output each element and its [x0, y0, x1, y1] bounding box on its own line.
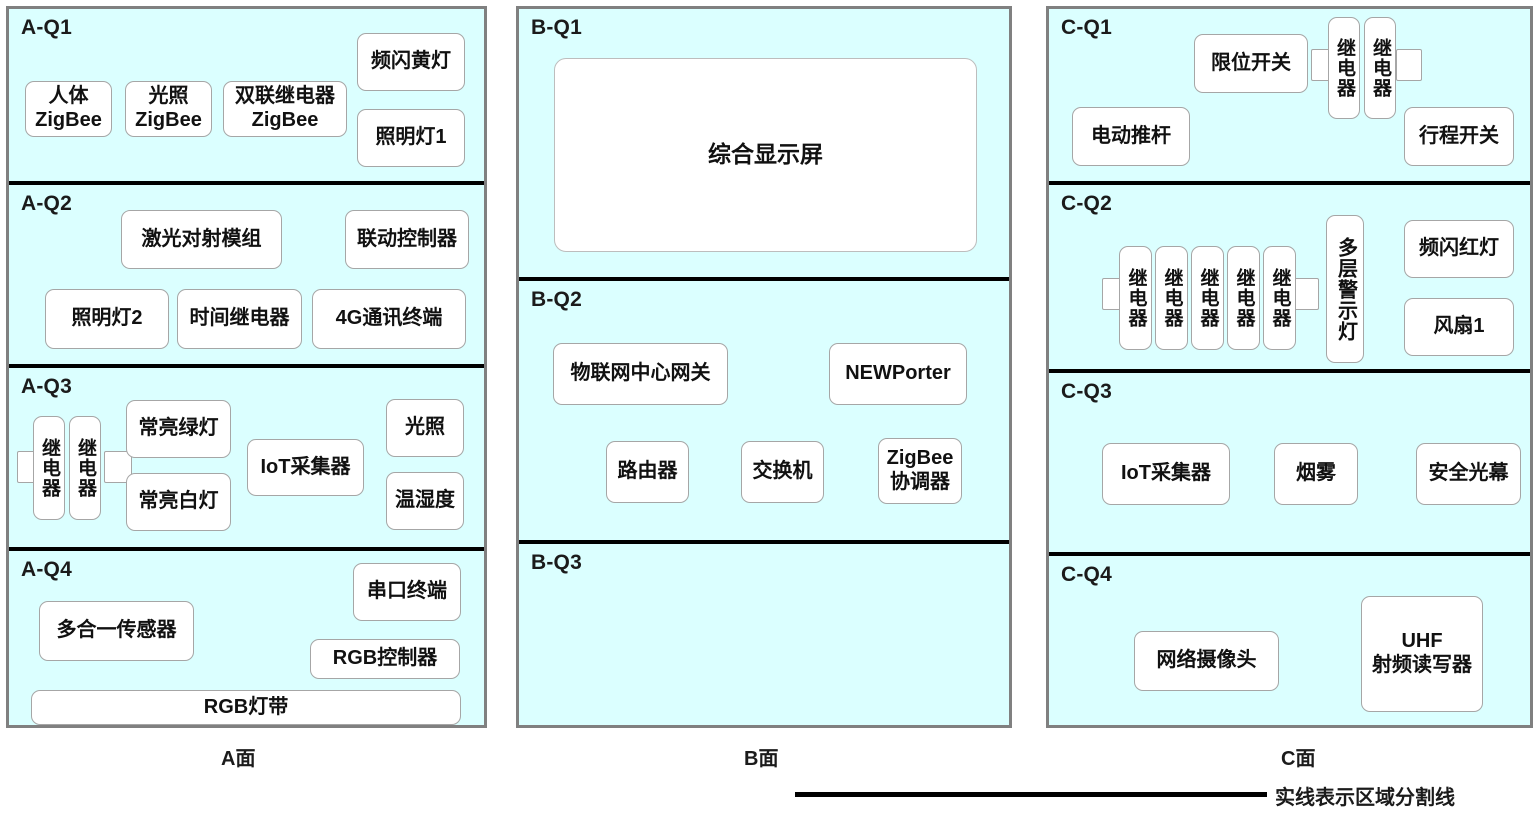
- device-integrated-display[interactable]: 综合显示屏: [554, 58, 977, 252]
- quadrant-b-q1: B-Q1 综合显示屏: [519, 9, 1009, 277]
- device-laser-opposed-module[interactable]: 激光对射模组: [121, 210, 282, 269]
- device-router[interactable]: 路由器: [606, 441, 689, 503]
- quadrant-label-a-q4: A-Q4: [21, 558, 72, 581]
- quadrant-label-c-q3: C-Q3: [1061, 380, 1112, 403]
- device-human-zigbee[interactable]: 人体 ZigBee: [25, 81, 112, 137]
- device-lighting-lamp-2[interactable]: 照明灯2: [45, 289, 169, 349]
- relay-tab-right: [1396, 49, 1422, 81]
- legend-label: 实线表示区域分割线: [1275, 787, 1455, 809]
- device-dual-relay-zigbee[interactable]: 双联继电器 ZigBee: [223, 81, 347, 137]
- relay-tab-right: [1293, 278, 1319, 310]
- quadrant-label-c-q2: C-Q2: [1061, 192, 1112, 215]
- panel-b: B-Q1 综合显示屏 B-Q2 物联网中心网关 NEWPorter 路由器 交换…: [516, 6, 1012, 728]
- device-illuminance[interactable]: 光照: [386, 399, 464, 457]
- device-relay-3[interactable]: 继电器: [1191, 246, 1224, 350]
- device-fan-1[interactable]: 风扇1: [1404, 298, 1514, 356]
- device-relay-1[interactable]: 继电器: [33, 416, 65, 520]
- panel-c: C-Q1 限位开关 继电器 继电器 电动推杆 行程开关 C-Q2 继电器 继电器…: [1046, 6, 1533, 728]
- device-iot-collector[interactable]: IoT采集器: [247, 439, 364, 496]
- device-temp-humidity[interactable]: 温湿度: [386, 472, 464, 530]
- quadrant-c-q2: C-Q2 继电器 继电器 继电器 继电器 继电器 多层警示灯 频闪红灯 风扇1: [1049, 181, 1530, 369]
- quadrant-label-b-q2: B-Q2: [531, 288, 582, 311]
- device-time-relay[interactable]: 时间继电器: [177, 289, 302, 349]
- device-electric-actuator[interactable]: 电动推杆: [1072, 107, 1190, 166]
- device-network-camera[interactable]: 网络摄像头: [1134, 631, 1279, 691]
- device-switch[interactable]: 交换机: [741, 441, 824, 503]
- quadrant-c-q4: C-Q4 网络摄像头 UHF 射频读写器: [1049, 552, 1530, 725]
- quadrant-label-a-q1: A-Q1: [21, 16, 72, 39]
- face-label-b: B面: [744, 748, 779, 770]
- device-light-zigbee[interactable]: 光照 ZigBee: [125, 81, 212, 137]
- device-linkage-controller[interactable]: 联动控制器: [345, 210, 469, 269]
- relay-tab-right: [104, 451, 132, 483]
- quadrant-b-q3: B-Q3: [519, 540, 1009, 725]
- quadrant-a-q3: A-Q3 继电器 继电器 常亮绿灯 常亮白灯 IoT采集器 光照 温湿度: [9, 364, 484, 547]
- device-newporter[interactable]: NEWPorter: [829, 343, 967, 405]
- device-safety-light-curtain[interactable]: 安全光幕: [1416, 443, 1521, 505]
- device-relay-1[interactable]: 继电器: [1119, 246, 1152, 350]
- device-4g-comm-terminal[interactable]: 4G通讯终端: [312, 289, 466, 349]
- face-label-c: C面: [1281, 748, 1316, 770]
- quadrant-label-b-q1: B-Q1: [531, 16, 582, 39]
- quadrant-c-q1: C-Q1 限位开关 继电器 继电器 电动推杆 行程开关: [1049, 9, 1530, 181]
- device-limit-switch[interactable]: 限位开关: [1194, 34, 1308, 93]
- device-travel-switch[interactable]: 行程开关: [1404, 107, 1514, 166]
- device-multilayer-warning-light[interactable]: 多层警示灯: [1326, 215, 1364, 363]
- device-steady-white-lamp[interactable]: 常亮白灯: [126, 473, 231, 531]
- panel-a: A-Q1 人体 ZigBee 光照 ZigBee 双联继电器 ZigBee 频闪…: [6, 6, 487, 728]
- device-relay-2[interactable]: 继电器: [1155, 246, 1188, 350]
- quadrant-label-c-q4: C-Q4: [1061, 563, 1112, 586]
- device-relay-2[interactable]: 继电器: [69, 416, 101, 520]
- quadrant-label-a-q3: A-Q3: [21, 375, 72, 398]
- device-relay-1[interactable]: 继电器: [1328, 17, 1360, 119]
- device-serial-terminal[interactable]: 串口终端: [353, 563, 461, 621]
- device-relay-5[interactable]: 继电器: [1263, 246, 1296, 350]
- device-smoke[interactable]: 烟雾: [1274, 443, 1358, 505]
- device-relay-4[interactable]: 继电器: [1227, 246, 1260, 350]
- device-uhf-rfid-reader[interactable]: UHF 射频读写器: [1361, 596, 1483, 712]
- quadrant-label-c-q1: C-Q1: [1061, 16, 1112, 39]
- device-lighting-lamp-1[interactable]: 照明灯1: [357, 109, 465, 167]
- device-zigbee-coordinator[interactable]: ZigBee 协调器: [878, 438, 962, 504]
- device-strobe-red-lamp[interactable]: 频闪红灯: [1404, 220, 1514, 278]
- device-relay-2[interactable]: 继电器: [1364, 17, 1396, 119]
- quadrant-a-q1: A-Q1 人体 ZigBee 光照 ZigBee 双联继电器 ZigBee 频闪…: [9, 9, 484, 181]
- device-iot-collector-c[interactable]: IoT采集器: [1102, 443, 1230, 505]
- device-multi-in-one-sensor[interactable]: 多合一传感器: [39, 601, 194, 661]
- quadrant-c-q3: C-Q3 IoT采集器 烟雾 安全光幕: [1049, 369, 1530, 552]
- device-rgb-light-strip[interactable]: RGB灯带: [31, 690, 461, 725]
- quadrant-label-a-q2: A-Q2: [21, 192, 72, 215]
- quadrant-label-b-q3: B-Q3: [531, 551, 582, 574]
- legend-solid-line: [795, 792, 1267, 797]
- device-rgb-controller[interactable]: RGB控制器: [310, 639, 460, 679]
- face-label-a: A面: [221, 748, 256, 770]
- quadrant-a-q2: A-Q2 激光对射模组 联动控制器 照明灯2 时间继电器 4G通讯终端: [9, 181, 484, 364]
- quadrant-a-q4: A-Q4 多合一传感器 串口终端 RGB控制器 RGB灯带: [9, 547, 484, 725]
- device-strobe-yellow-lamp[interactable]: 频闪黄灯: [357, 33, 465, 91]
- device-steady-green-lamp[interactable]: 常亮绿灯: [126, 400, 231, 458]
- quadrant-b-q2: B-Q2 物联网中心网关 NEWPorter 路由器 交换机 ZigBee 协调…: [519, 277, 1009, 540]
- device-iot-central-gateway[interactable]: 物联网中心网关: [553, 343, 728, 405]
